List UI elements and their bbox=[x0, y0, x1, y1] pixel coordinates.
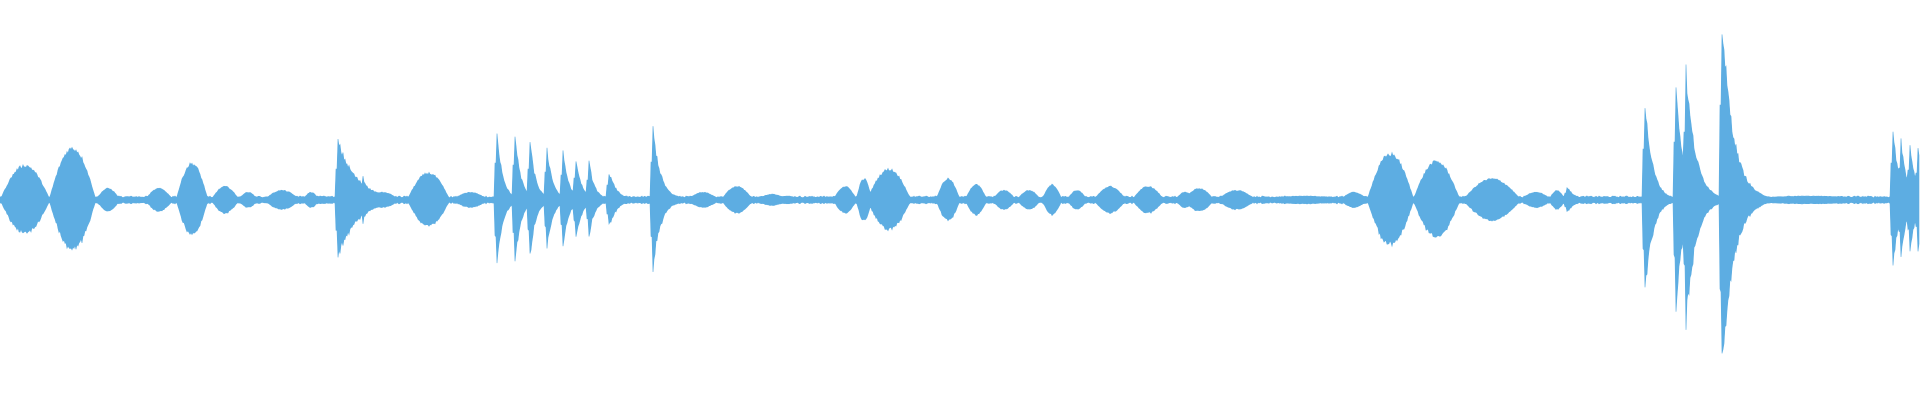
waveform-envelope bbox=[0, 34, 1920, 354]
